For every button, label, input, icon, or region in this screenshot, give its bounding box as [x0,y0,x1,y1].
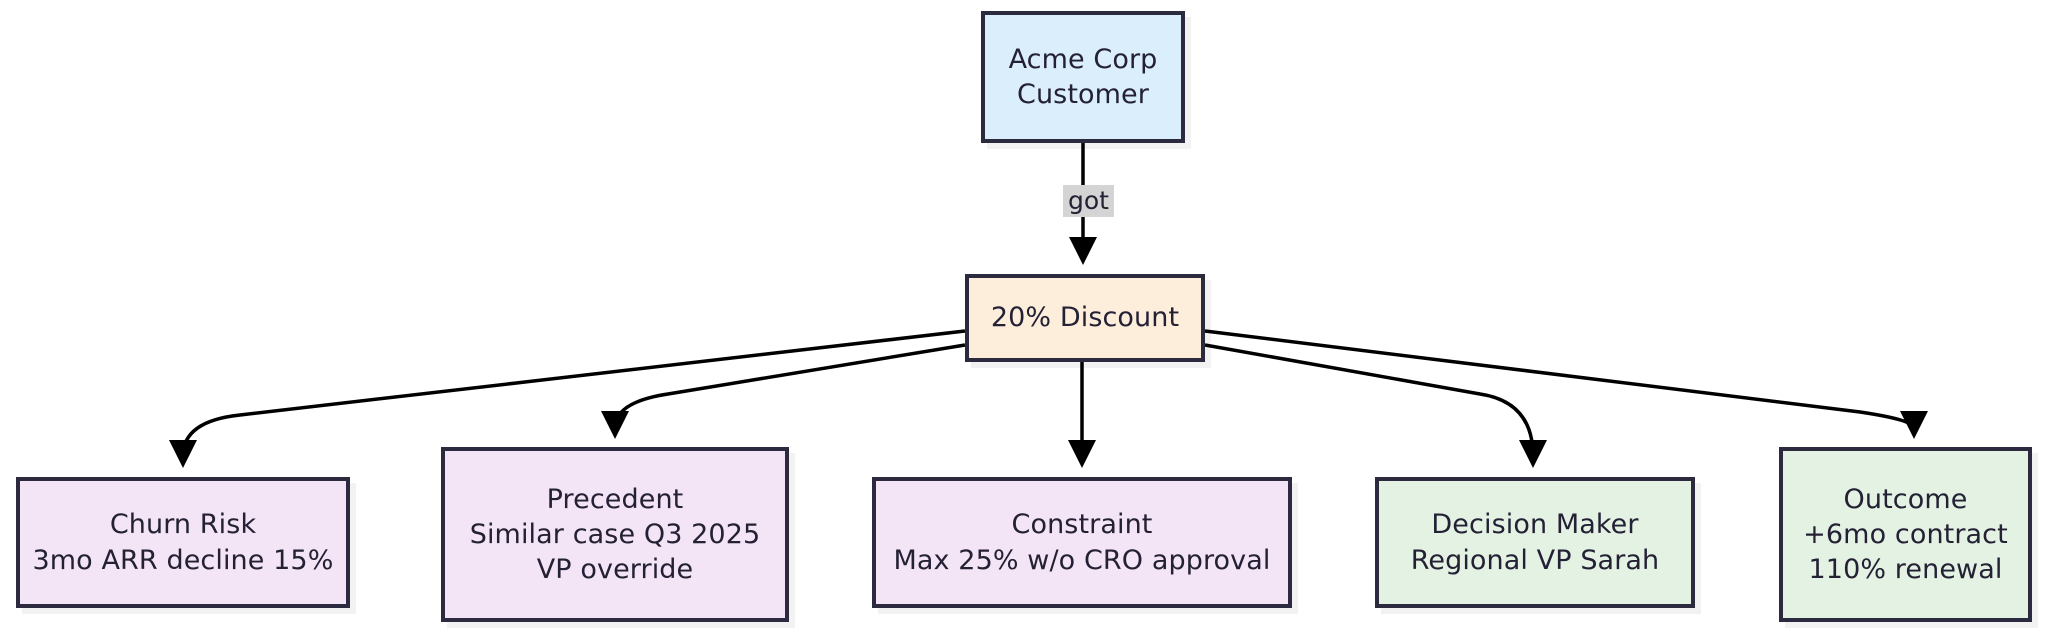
edge-discount-outcome [1204,329,1928,439]
node-line: Regional VP Sarah [1410,544,1660,576]
edge-label-got: got [1063,185,1114,217]
node-line: Max 25% w/o CRO approval [893,544,1271,576]
node-line: 20% Discount [990,302,1180,334]
node-line: Acme Corp [1008,43,1158,75]
node-outcome[interactable]: Outcome+6mo contract 110% renewal [1779,447,2032,622]
edge-discount-decision [1204,343,1547,468]
edge-discount-churn [169,329,966,468]
node-line: Outcome [1843,483,1968,515]
node-line: 110% renewal [1808,554,2003,586]
node-line: Customer [1017,79,1149,110]
edge-discount-precedent [601,343,966,439]
node-discount[interactable]: 20% Discount [965,274,1205,362]
node-line: 3mo ARR decline 15% [32,544,334,576]
node-line: Decision Maker [1431,509,1639,541]
node-line: Precedent [546,483,684,515]
node-line: VP override [536,554,694,586]
node-line: Constraint [1011,509,1153,541]
node-line: Similar case Q3 2025 [469,518,761,550]
node-line: +6mo contract [1803,518,2008,550]
node-line: Churn Risk [109,509,257,541]
